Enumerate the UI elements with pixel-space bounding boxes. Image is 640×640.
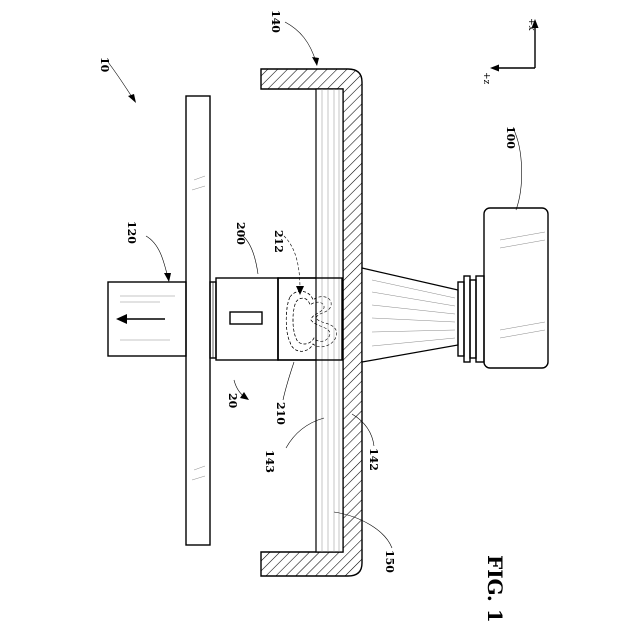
label-window: 143 bbox=[263, 450, 276, 473]
z-axis-label: +z bbox=[481, 72, 491, 85]
label-light-source: 100 bbox=[504, 126, 517, 149]
label-object: 212 bbox=[272, 230, 285, 253]
label-assembly: 20 bbox=[226, 393, 239, 409]
resin-liquid bbox=[316, 89, 343, 552]
container bbox=[261, 69, 362, 576]
label-wall: 142 bbox=[367, 448, 380, 471]
light-beam bbox=[362, 268, 458, 362]
figure-label: FIG. 1 bbox=[483, 555, 507, 623]
label-substrate: 210 bbox=[274, 402, 287, 425]
axis-indicator: +x +z bbox=[481, 18, 539, 85]
x-axis-label: +x bbox=[526, 18, 536, 31]
connector bbox=[210, 282, 216, 358]
stage-post bbox=[108, 282, 186, 356]
direction-arrow bbox=[116, 314, 127, 324]
label-cartridge: 200 bbox=[234, 222, 247, 245]
cartridge bbox=[216, 278, 278, 360]
light-source bbox=[458, 208, 548, 368]
label-container: 140 bbox=[269, 10, 282, 33]
label-stage: 120 bbox=[125, 221, 138, 244]
leader-lines bbox=[108, 22, 522, 548]
label-system: 10 bbox=[98, 57, 111, 73]
label-liquid: 150 bbox=[383, 550, 396, 573]
build-plate bbox=[186, 96, 210, 545]
